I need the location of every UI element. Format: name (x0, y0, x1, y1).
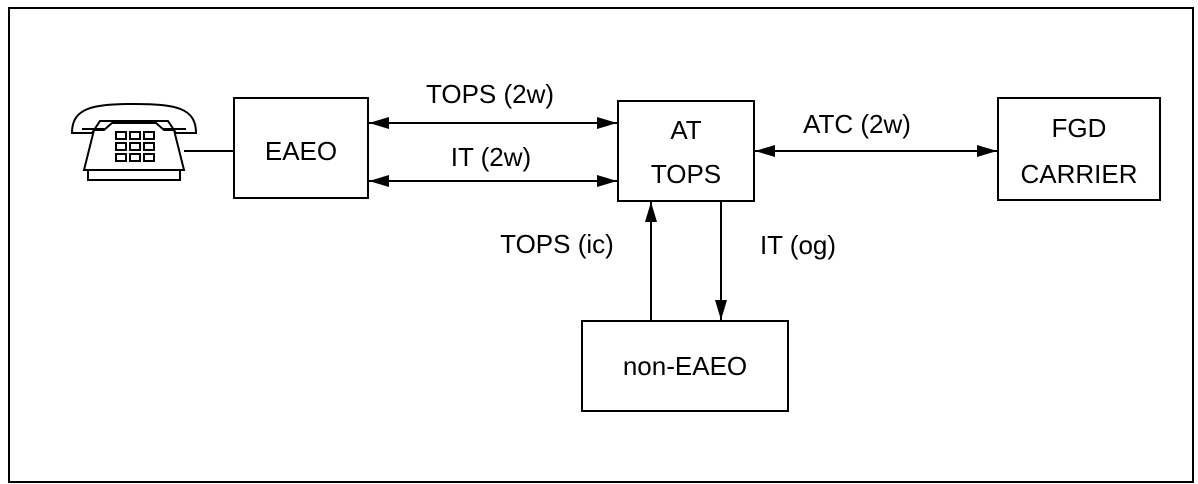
eaeo-label: EAEO (265, 136, 337, 166)
tops-ic-label: TOPS (ic) (500, 229, 614, 259)
fgd-carrier-label-line2: CARRIER (1020, 159, 1137, 189)
at-tops-label-line2: TOPS (651, 159, 721, 189)
telephone-icon (70, 102, 234, 181)
eaeo-node: EAEO (233, 97, 369, 199)
fgd-carrier-label-line1: FGD (1052, 113, 1107, 143)
diagram-frame (8, 7, 1194, 483)
non-eaeo-label: non-EAEO (623, 351, 747, 381)
atc-2w-label: ATC (2w) (803, 109, 911, 139)
it-og-label: IT (og) (760, 230, 836, 260)
at-tops-label-line1: AT (670, 115, 701, 145)
it-2w-label: IT (2w) (451, 142, 531, 172)
non-eaeo-node: non-EAEO (581, 320, 789, 412)
at-tops-node: AT TOPS (617, 100, 755, 202)
tops-2w-label: TOPS (2w) (426, 79, 554, 109)
fgd-carrier-node: FGD CARRIER (997, 97, 1161, 201)
